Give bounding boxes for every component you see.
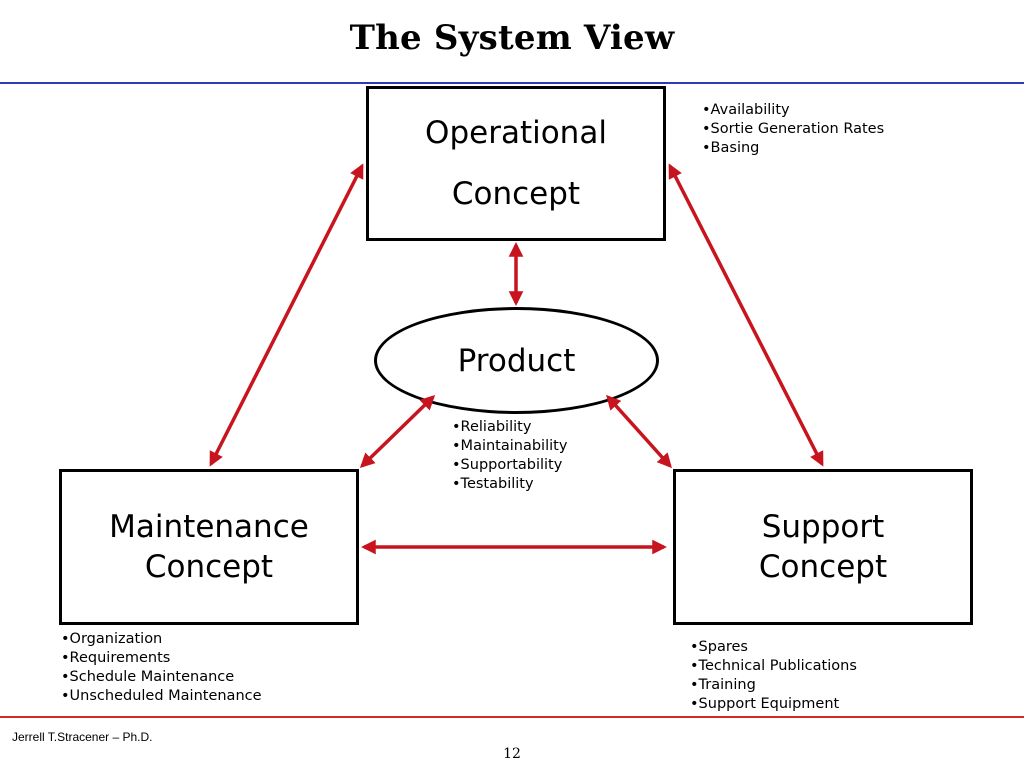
operational-concept-label: Operational Concept — [425, 115, 607, 212]
list-item: •Requirements — [61, 650, 171, 666]
list-item: •Basing — [702, 140, 760, 156]
list-item: •Organization — [61, 631, 163, 647]
product-label: Product — [457, 342, 576, 379]
bottom-divider — [0, 716, 1024, 718]
list-item: •Maintainability — [452, 438, 568, 454]
support-concept-label: Support Concept — [758, 508, 888, 585]
arrow-operational-maintenance — [209, 163, 364, 467]
support-bullet-list: •Spares •Technical Publications •Trainin… — [690, 638, 857, 714]
list-item: •Support Equipment — [690, 696, 840, 712]
list-item: •Supportability — [452, 457, 563, 473]
maintenance-concept-box: Maintenance Concept — [59, 469, 359, 625]
list-item: •Technical Publications — [690, 658, 857, 674]
product-bullet-list: •Reliability •Maintainability •Supportab… — [452, 418, 567, 494]
operational-concept-box: Operational Concept — [366, 86, 666, 241]
list-item: •Availability — [702, 102, 790, 118]
list-item: •Training — [690, 677, 756, 693]
arrow-product-maintenance — [359, 394, 436, 469]
arrow-operational-support — [668, 163, 824, 467]
operational-bullet-list: •Availability •Sortie Generation Rates •… — [702, 101, 884, 158]
footer-author: Jerrell T.Stracener – Ph.D. — [12, 730, 153, 744]
maintenance-concept-label: Maintenance Concept — [109, 508, 309, 585]
maintenance-bullet-list: •Organization •Requirements •Schedule Ma… — [61, 630, 262, 706]
page-number: 12 — [503, 746, 521, 762]
list-item: •Schedule Maintenance — [61, 669, 235, 685]
arrow-product-support — [606, 394, 672, 469]
support-concept-box: Support Concept — [673, 469, 973, 625]
list-item: •Sortie Generation Rates — [702, 121, 885, 137]
list-item: •Unscheduled Maintenance — [61, 688, 262, 704]
top-divider — [0, 82, 1024, 84]
slide-title: The System View — [349, 18, 675, 58]
list-item: •Testability — [452, 476, 534, 492]
list-item: •Reliability — [452, 419, 532, 435]
list-item: •Spares — [690, 639, 748, 655]
